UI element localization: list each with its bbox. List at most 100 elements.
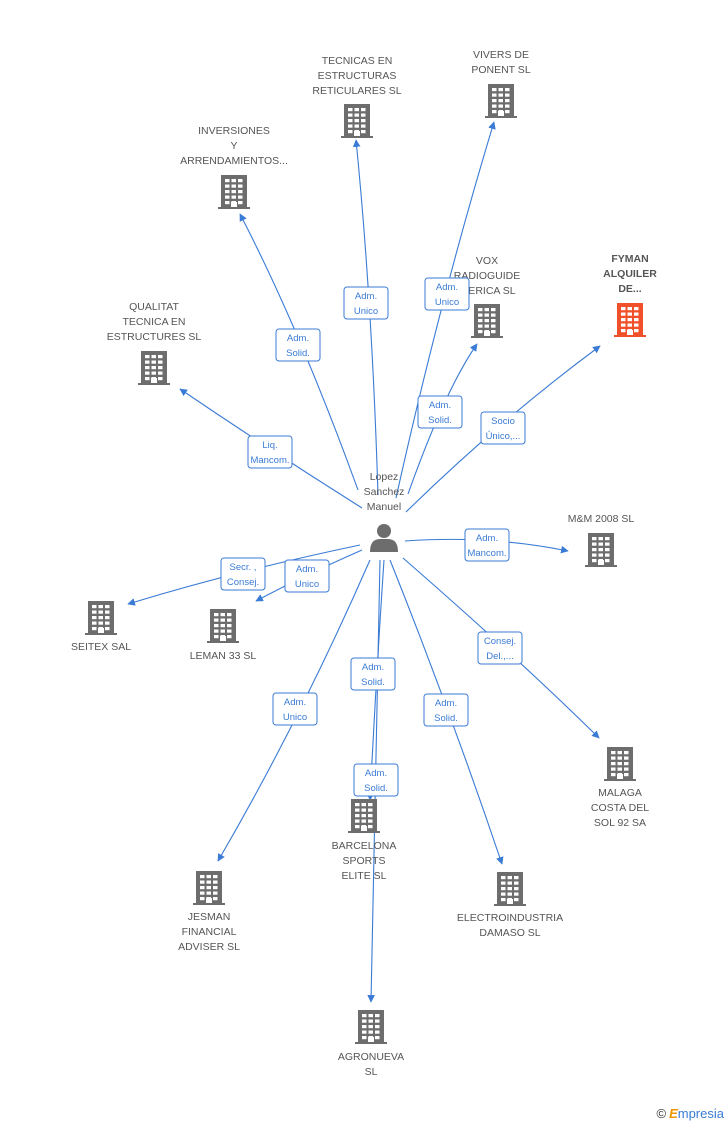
role-label: Adm.: [435, 698, 457, 709]
brand-first-letter: E: [669, 1106, 678, 1121]
role-label: Solid.: [286, 348, 310, 359]
node-label: TECNICAS EN: [322, 55, 393, 67]
building-icon[interactable]: [485, 84, 517, 118]
node-jesman[interactable]: JESMAN FINANCIAL ADVISER SL: [178, 871, 240, 953]
role-label: Mancom.: [250, 455, 289, 466]
role-box-fyman[interactable]: SocioÚnico,...: [480, 411, 526, 445]
node-label: TECNICA EN: [122, 316, 185, 328]
node-label: AGRONUEVA: [338, 1051, 404, 1063]
building-icon[interactable]: [138, 351, 170, 385]
role-box-qualitat[interactable]: Liq.Mancom.: [247, 435, 293, 469]
role-label: Unico: [354, 306, 378, 317]
node-label: COSTA DEL: [591, 802, 649, 814]
node-label: MALAGA: [598, 787, 642, 799]
building-icon[interactable]: [207, 609, 239, 643]
role-box-seitex[interactable]: Secr. ,Consej.: [220, 557, 266, 591]
role-label: Unico: [283, 712, 307, 723]
role-label: Solid.: [428, 415, 452, 426]
role-label: Adm.: [296, 564, 318, 575]
node-seitex[interactable]: SEITEX SAL: [71, 601, 131, 653]
node-label: PONENT SL: [471, 64, 530, 76]
person-name: Manuel: [367, 501, 401, 513]
building-icon[interactable]: [341, 104, 373, 138]
building-icon[interactable]: [193, 871, 225, 905]
role-box-electro[interactable]: Adm.Solid.: [423, 693, 469, 727]
role-box-barcelona[interactable]: Adm.Solid.: [350, 657, 396, 691]
role-label: Secr. ,: [230, 562, 257, 573]
node-label: VOX: [476, 255, 498, 267]
person-name: Sanchez: [364, 486, 405, 498]
node-label: BARCELONA: [332, 840, 397, 852]
building-icon[interactable]: [614, 303, 646, 337]
role-box-malaga[interactable]: Consej. Del.,...: [477, 631, 523, 665]
role-box-vox[interactable]: Adm. Solid.: [417, 395, 463, 429]
building-icon[interactable]: [348, 799, 380, 833]
node-label: DE...: [618, 283, 641, 295]
building-icon[interactable]: [604, 747, 636, 781]
person-icon[interactable]: [370, 524, 398, 552]
node-label: ELITE SL: [342, 870, 387, 882]
building-icon[interactable]: [471, 304, 503, 338]
node-label: QUALITAT: [129, 301, 179, 313]
building-icon[interactable]: [585, 533, 617, 567]
node-label: RETICULARES SL: [312, 85, 401, 97]
node-label: INVERSIONES: [198, 125, 270, 137]
node-barcelona[interactable]: BARCELONA SPORTS ELITE SL: [332, 799, 397, 882]
node-label: LEMAN 33 SL: [190, 650, 257, 662]
role-box-jesman[interactable]: Adm. Unico: [272, 692, 318, 726]
node-inversiones[interactable]: INVERSIONES Y ARRENDAMIENTOS...: [180, 125, 288, 209]
node-label: JESMAN: [188, 911, 231, 923]
role-box-tecnicas[interactable]: Adm. Unico: [343, 286, 389, 320]
role-label: Solid.: [361, 677, 385, 688]
node-malaga[interactable]: MALAGA COSTA DEL SOL 92 SA: [591, 747, 649, 829]
building-icon[interactable]: [494, 872, 526, 906]
role-box-vivers[interactable]: Adm.Unico: [424, 277, 470, 311]
building-icon[interactable]: [355, 1010, 387, 1044]
role-label: Adm.: [284, 697, 306, 708]
role-label: Adm.: [429, 400, 451, 411]
node-label: ALQUILER: [603, 268, 657, 280]
node-label: ARRENDAMIENTOS...: [180, 155, 288, 167]
role-label: Único,...: [486, 431, 521, 442]
role-label: Unico: [435, 297, 459, 308]
roles-layer: Adm.UnicoAdm.UnicoAdm.Solid.Adm.Solid.So…: [220, 277, 526, 797]
node-mm2008[interactable]: M&M 2008 SL: [568, 513, 635, 567]
role-box-agronueva[interactable]: Adm.Solid.: [353, 763, 399, 797]
role-box-mm2008[interactable]: Adm.Mancom.: [464, 528, 510, 562]
person-name: Lopez: [370, 471, 399, 483]
node-label: ELECTROINDUSTRIA: [457, 912, 563, 924]
role-label: Adm.: [476, 533, 498, 544]
node-qualitat[interactable]: QUALITAT TECNICA EN ESTRUCTURES SL: [107, 301, 202, 385]
empresia-watermark: ©Empresia: [656, 1106, 724, 1121]
node-leman[interactable]: LEMAN 33 SL: [190, 609, 257, 662]
node-label: M&M 2008 SL: [568, 513, 635, 525]
building-icon[interactable]: [218, 175, 250, 209]
role-label: Adm.: [355, 291, 377, 302]
node-agronueva[interactable]: AGRONUEVA SL: [338, 1010, 404, 1078]
role-box-inversiones[interactable]: Adm.Solid.: [275, 328, 321, 362]
node-label: IBERICA SL: [458, 285, 515, 297]
brand-rest: mpresia: [677, 1106, 724, 1121]
role-label: Consej.: [484, 636, 516, 647]
node-label: ESTRUCTURES SL: [107, 331, 202, 343]
node-label: Y: [230, 140, 237, 152]
node-label: SPORTS: [343, 855, 386, 867]
node-label: DAMASO SL: [479, 927, 540, 939]
node-label: ADVISER SL: [178, 941, 240, 953]
node-label: SL: [365, 1066, 378, 1078]
copyright-icon: ©: [656, 1106, 667, 1121]
node-label: FINANCIAL: [182, 926, 237, 938]
node-label: SOL 92 SA: [594, 817, 646, 829]
role-label: Del.,...: [486, 651, 513, 662]
node-fyman[interactable]: FYMANALQUILERDE...: [603, 253, 657, 337]
role-box-leman[interactable]: Adm.Unico: [284, 559, 330, 593]
node-electro[interactable]: ELECTROINDUSTRIA DAMASO SL: [457, 872, 563, 939]
building-icon[interactable]: [85, 601, 117, 635]
role-label: Adm.: [365, 768, 387, 779]
